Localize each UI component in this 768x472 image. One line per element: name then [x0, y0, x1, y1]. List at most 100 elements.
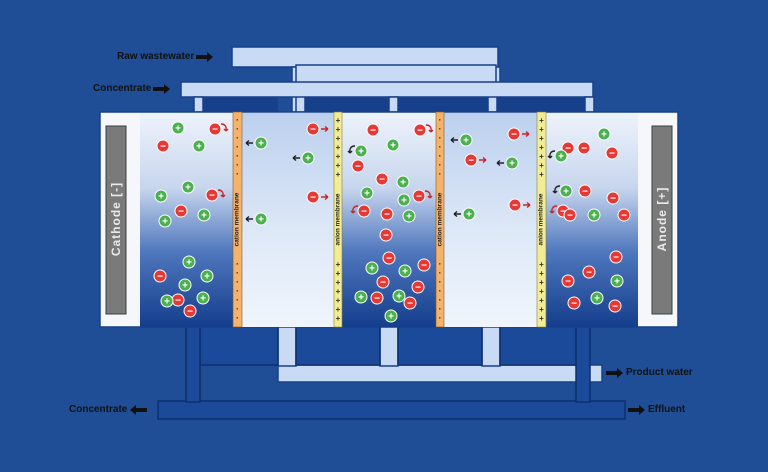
anion-ion: −	[350, 204, 371, 218]
cation-ion: +	[181, 180, 195, 194]
membrane-dot-mark: ·	[236, 313, 239, 323]
cation-ion: +	[453, 207, 476, 221]
anion-ion: −	[413, 123, 434, 137]
anion-ion: −	[608, 299, 622, 313]
cation-ion: +	[347, 144, 368, 158]
membrane-plus-mark: +	[539, 296, 544, 305]
cation-ion: +	[178, 278, 192, 292]
cation-membrane-label-2: cation membrane	[436, 192, 444, 247]
membrane-dot-mark: ·	[439, 313, 442, 323]
anion-ion: −	[366, 123, 380, 137]
membrane-dot-mark: ·	[439, 169, 442, 179]
anion-ion: −	[382, 251, 396, 265]
membrane-plus-mark: +	[539, 116, 544, 125]
cation-ion: +	[547, 149, 568, 163]
anion-ion: −	[605, 146, 619, 160]
membrane-plus-mark: +	[336, 296, 341, 305]
svg-text:+: +	[164, 297, 170, 308]
membrane-dot-mark: ·	[236, 124, 239, 134]
anion-ion: −	[609, 250, 623, 264]
svg-text:−: −	[612, 302, 618, 313]
svg-text:+: +	[614, 277, 620, 288]
svg-text:+: +	[258, 139, 264, 150]
svg-text:−: −	[160, 142, 166, 153]
anion-ion: −	[370, 291, 384, 305]
anion-ion: −	[567, 296, 581, 310]
anion-ion: −	[174, 204, 188, 218]
cation-ion: +	[396, 175, 410, 189]
svg-text:−: −	[374, 294, 380, 305]
cation-ion: +	[171, 121, 185, 135]
svg-text:−: −	[416, 192, 422, 203]
anion-ion: −	[411, 280, 425, 294]
membrane-plus-mark: +	[539, 278, 544, 287]
membrane-dot-mark: ·	[236, 151, 239, 161]
anion-membrane-1	[333, 111, 343, 328]
svg-text:+: +	[396, 292, 402, 303]
membrane-dot-mark: ·	[439, 259, 442, 269]
membrane-dot-mark: ·	[236, 160, 239, 170]
svg-text:−: −	[178, 207, 184, 218]
membrane-dot-mark: ·	[439, 160, 442, 170]
anion-ion: −	[582, 265, 596, 279]
arrow-right-icon	[196, 51, 214, 62]
cation-ion: +	[192, 139, 206, 153]
cation-ion: +	[590, 291, 604, 305]
svg-text:−: −	[613, 253, 619, 264]
membrane-plus-mark: +	[336, 287, 341, 296]
svg-text:+: +	[388, 312, 394, 323]
membrane-dot-mark: ·	[236, 268, 239, 278]
arrow-left-icon	[130, 404, 148, 415]
svg-text:−: −	[212, 125, 218, 136]
svg-text:−: −	[407, 299, 413, 310]
cation-ion: +	[196, 291, 210, 305]
anion-ion: −	[617, 208, 631, 222]
cation-ion: +	[392, 289, 406, 303]
cation-ion: +	[365, 261, 379, 275]
svg-text:−: −	[621, 211, 627, 222]
anion-membrane-label-2: anion membrane	[537, 193, 545, 246]
membrane-plus-mark: +	[336, 161, 341, 170]
membrane-dot-mark: ·	[236, 142, 239, 152]
anion-ion: −	[156, 139, 170, 153]
raw-wastewater-label: Raw wastewater	[117, 51, 214, 62]
membrane-plus-mark: +	[336, 143, 341, 152]
ions: +−−+++−−++++−+−+−++−+−+−−++−−++−+−−+−−++…	[153, 121, 631, 323]
anion-ion: −	[205, 188, 226, 202]
cation-ion: +	[154, 189, 168, 203]
concentrate-bottom-text: Concentrate	[69, 404, 128, 415]
anion-ion: −	[380, 207, 394, 221]
cation-ion: +	[292, 151, 315, 165]
svg-text:+: +	[401, 196, 407, 207]
svg-text:+: +	[358, 147, 364, 158]
svg-text:+: +	[591, 211, 597, 222]
membrane-plus-mark: +	[539, 125, 544, 134]
svg-text:+: +	[402, 267, 408, 278]
anion-ion: −	[578, 184, 592, 198]
membrane-plus-mark: +	[539, 152, 544, 161]
cation-ion: +	[182, 255, 196, 269]
membrane-dot-mark: ·	[439, 115, 442, 125]
membrane-plus-mark: +	[336, 269, 341, 278]
svg-text:−: −	[610, 194, 616, 205]
anion-ion: −	[606, 191, 620, 205]
svg-text:−: −	[310, 125, 316, 136]
svg-text:−: −	[384, 210, 390, 221]
membrane-dot-mark: ·	[439, 142, 442, 152]
anion-ion: −	[561, 274, 575, 288]
product-water-text: Product water	[626, 367, 693, 378]
product-water-label: Product water	[606, 367, 693, 378]
membrane-plus-mark: +	[539, 287, 544, 296]
cation-ion: +	[402, 209, 416, 223]
svg-text:+: +	[358, 293, 364, 304]
cation-ion: +	[354, 290, 368, 304]
svg-text:+: +	[406, 212, 412, 223]
anion-ion: −	[171, 293, 185, 307]
membrane-dot-mark: ·	[439, 268, 442, 278]
cation-ion: +	[200, 269, 214, 283]
cation-membrane-1	[232, 111, 243, 328]
arrow-right-icon	[606, 367, 623, 378]
svg-text:+: +	[201, 211, 207, 222]
membrane-plus-mark: +	[539, 305, 544, 314]
